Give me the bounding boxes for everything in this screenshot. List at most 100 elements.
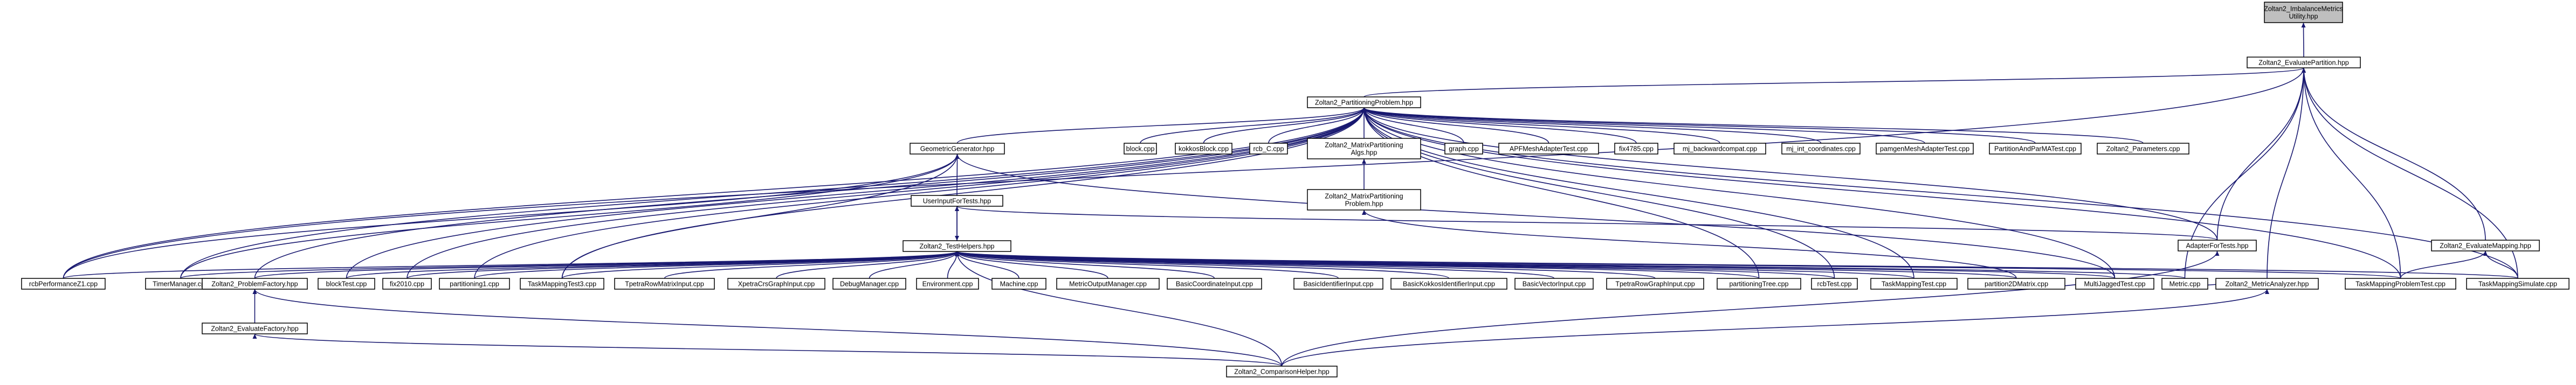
node-label: rcb_C.cpp: [1253, 145, 1284, 153]
node-box: [1175, 143, 1232, 155]
node-partitioning1[interactable]: partitioning1.cpp: [439, 278, 510, 290]
node-box: [1124, 143, 1157, 155]
edge-metriccpp-to-testhelpers: [955, 251, 2186, 279]
edge-taskmapprob-to-evalmapping: [2400, 250, 2488, 279]
node-params[interactable]: Zoltan2_Parameters.cpp: [2097, 143, 2189, 155]
node-label: partitioningTree.cpp: [1729, 281, 1788, 288]
edge-parttree-to-partprob: [1362, 107, 1760, 279]
node-label: BasicVectorInput.cpp: [1523, 281, 1586, 288]
node-box: [2345, 278, 2456, 290]
node-taskmapsim[interactable]: TaskMappingSimulate.cpp: [2466, 278, 2570, 290]
node-box: [439, 278, 510, 290]
node-taskmapprob[interactable]: TaskMappingProblemTest.cpp: [2345, 278, 2456, 290]
node-box: [1870, 278, 1958, 290]
node-mjback[interactable]: mj_backwardcompat.cpp: [1673, 143, 1766, 155]
node-rcbperf[interactable]: rcbPerformanceZ1.cpp: [21, 278, 106, 290]
edge-taskmaptest-to-partprob: [1362, 107, 1914, 279]
node-rcbc[interactable]: rcb_C.cpp: [1249, 143, 1288, 155]
node-box: [2161, 278, 2208, 290]
node-label: partition2DMatrix.cpp: [1985, 281, 2048, 288]
edge-basicvector-to-testhelpers: [955, 251, 1555, 279]
node-multijagged[interactable]: MultiJaggedTest.cpp: [2075, 278, 2154, 290]
node-tpetraflowmat[interactable]: TpetraRowMatrixInput.cpp: [614, 278, 715, 290]
node-layer: Zoltan2_ImbalanceMetricsUtility.hppZolta…: [21, 2, 2570, 377]
node-fix2010[interactable]: fix2010.cpp: [382, 278, 432, 290]
node-adaptertests[interactable]: AdapterForTests.hpp: [2178, 240, 2257, 251]
node-taskmap3[interactable]: TaskMappingTest3.cpp: [520, 278, 604, 290]
node-box: [614, 278, 715, 290]
node-label: AdapterForTests.hpp: [2186, 242, 2248, 250]
node-label: Zoltan2_PartitioningProblem.hpp: [1315, 99, 1413, 107]
node-evalmapping[interactable]: Zoltan2_EvaluateMapping.hpp: [2431, 240, 2540, 251]
node-basicvector[interactable]: BasicVectorInput.cpp: [1514, 278, 1594, 290]
node-debugmgr[interactable]: DebugManager.cpp: [832, 278, 906, 290]
edge-rcbperf-to-evalpart: [63, 67, 2306, 279]
node-metriccpp[interactable]: Metric.cpp: [2161, 278, 2208, 290]
node-evalfactory[interactable]: Zoltan2_EvaluateFactory.hpp: [202, 323, 308, 334]
node-box: [1390, 278, 1507, 290]
node-testhelpers[interactable]: Zoltan2_TestHelpers.hpp: [903, 240, 1011, 252]
node-basiccoord[interactable]: BasicCoordinateInput.cpp: [1167, 278, 1262, 290]
node-mjint[interactable]: mj_int_coordinates.cpp: [1781, 143, 1861, 155]
edge-apfmesh-to-partprob: [1362, 107, 1549, 144]
edge-part2d-to-testhelpers: [955, 251, 2017, 279]
edge-taskmapsim-to-evalmapping: [2483, 250, 2518, 279]
node-pamgen[interactable]: pamgenMeshAdapterTest.cpp: [1876, 143, 1974, 155]
node-probfactory[interactable]: Zoltan2_ProblemFactory.hpp: [202, 278, 308, 290]
edge-metricoutput-to-testhelpers: [955, 251, 1108, 279]
node-rcbtest[interactable]: rcbTest.cpp: [1811, 278, 1858, 290]
node-kokkosblock[interactable]: kokkosBlock.cpp: [1175, 143, 1232, 155]
node-userinput[interactable]: UserInputForTests.hpp: [911, 195, 1003, 207]
node-comparison[interactable]: Zoltan2_ComparisonHelper.hpp: [1226, 366, 1338, 377]
node-label: GeometricGenerator.hpp: [920, 145, 995, 153]
node-label: mj_backwardcompat.cpp: [1683, 145, 1757, 153]
node-box: [1444, 143, 1483, 155]
node-blockcpp[interactable]: block.cpp: [1124, 143, 1157, 155]
node-environment[interactable]: Environment.cpp: [916, 278, 979, 290]
node-apfmesh[interactable]: APFMeshAdapterTest.cpp: [1498, 143, 1599, 155]
edge-partitioning1-to-partprob: [474, 107, 1366, 279]
node-box: [202, 323, 308, 334]
node-label: TaskMappingTest.cpp: [1882, 281, 1946, 288]
node-basickokkos[interactable]: BasicKokkosIdentifierInput.cpp: [1390, 278, 1507, 290]
node-part2d[interactable]: partition2DMatrix.cpp: [1967, 278, 2065, 290]
node-box: [382, 278, 432, 290]
node-box: [1249, 143, 1288, 155]
edge-kokkosblock-to-partprob: [1203, 107, 1366, 144]
node-graphcpp[interactable]: graph.cpp: [1444, 143, 1483, 155]
node-evalpart[interactable]: Zoltan2_EvaluatePartition.hpp: [2247, 57, 2361, 68]
edge-taskmapprob-to-evalpart: [2302, 67, 2401, 279]
node-taskmaptest[interactable]: TaskMappingTest.cpp: [1870, 278, 1958, 290]
node-label: MultiJaggedTest.cpp: [2084, 281, 2146, 288]
node-metricanalyzer[interactable]: Zoltan2_MetricAnalyzer.hpp: [2215, 278, 2319, 290]
node-label: XpetraCrsGraphInput.cpp: [738, 281, 815, 288]
node-blocktest[interactable]: blockTest.cpp: [318, 278, 375, 290]
node-partprob[interactable]: Zoltan2_PartitioningProblem.hpp: [1307, 96, 1421, 108]
node-label: BasicCoordinateInput.cpp: [1176, 281, 1253, 288]
node-label: Machine.cpp: [1000, 281, 1038, 288]
edge-debugmgr-to-testhelpers: [869, 251, 959, 279]
node-box: [1811, 278, 1858, 290]
node-machine[interactable]: Machine.cpp: [991, 278, 1046, 290]
node-label: TpetraRowGraphInput.cpp: [1615, 281, 1695, 288]
node-label: Zoltan2_EvaluatePartition.hpp: [2258, 59, 2349, 67]
node-box: [1967, 278, 2065, 290]
node-tpetrarowgraph[interactable]: TpetraRowGraphInput.cpp: [1606, 278, 1704, 290]
node-basicident[interactable]: BasicIdentifierInput.cpp: [1293, 278, 1383, 290]
edge-taskmap3-to-geomgen: [561, 153, 960, 279]
edge-basicident-to-testhelpers: [955, 251, 1339, 279]
edge-multijagged-to-partprob: [1362, 107, 2116, 279]
edge-mjint-to-partprob: [1362, 107, 1822, 144]
node-metricoutput[interactable]: MetricOutputManager.cpp: [1056, 278, 1160, 290]
node-xpetracrs[interactable]: XpetraCrsGraphInput.cpp: [727, 278, 825, 290]
node-timemgr[interactable]: TimerManager.cpp: [145, 278, 216, 290]
node-box: [911, 195, 1003, 207]
node-parttree[interactable]: partitioningTree.cpp: [1717, 278, 1801, 290]
node-fix4785[interactable]: fix4785.cpp: [1614, 143, 1658, 155]
node-geomgen[interactable]: GeometricGenerator.hpp: [910, 143, 1005, 155]
node-partpartma[interactable]: PartitionAndParMATest.cpp: [1989, 143, 2082, 155]
